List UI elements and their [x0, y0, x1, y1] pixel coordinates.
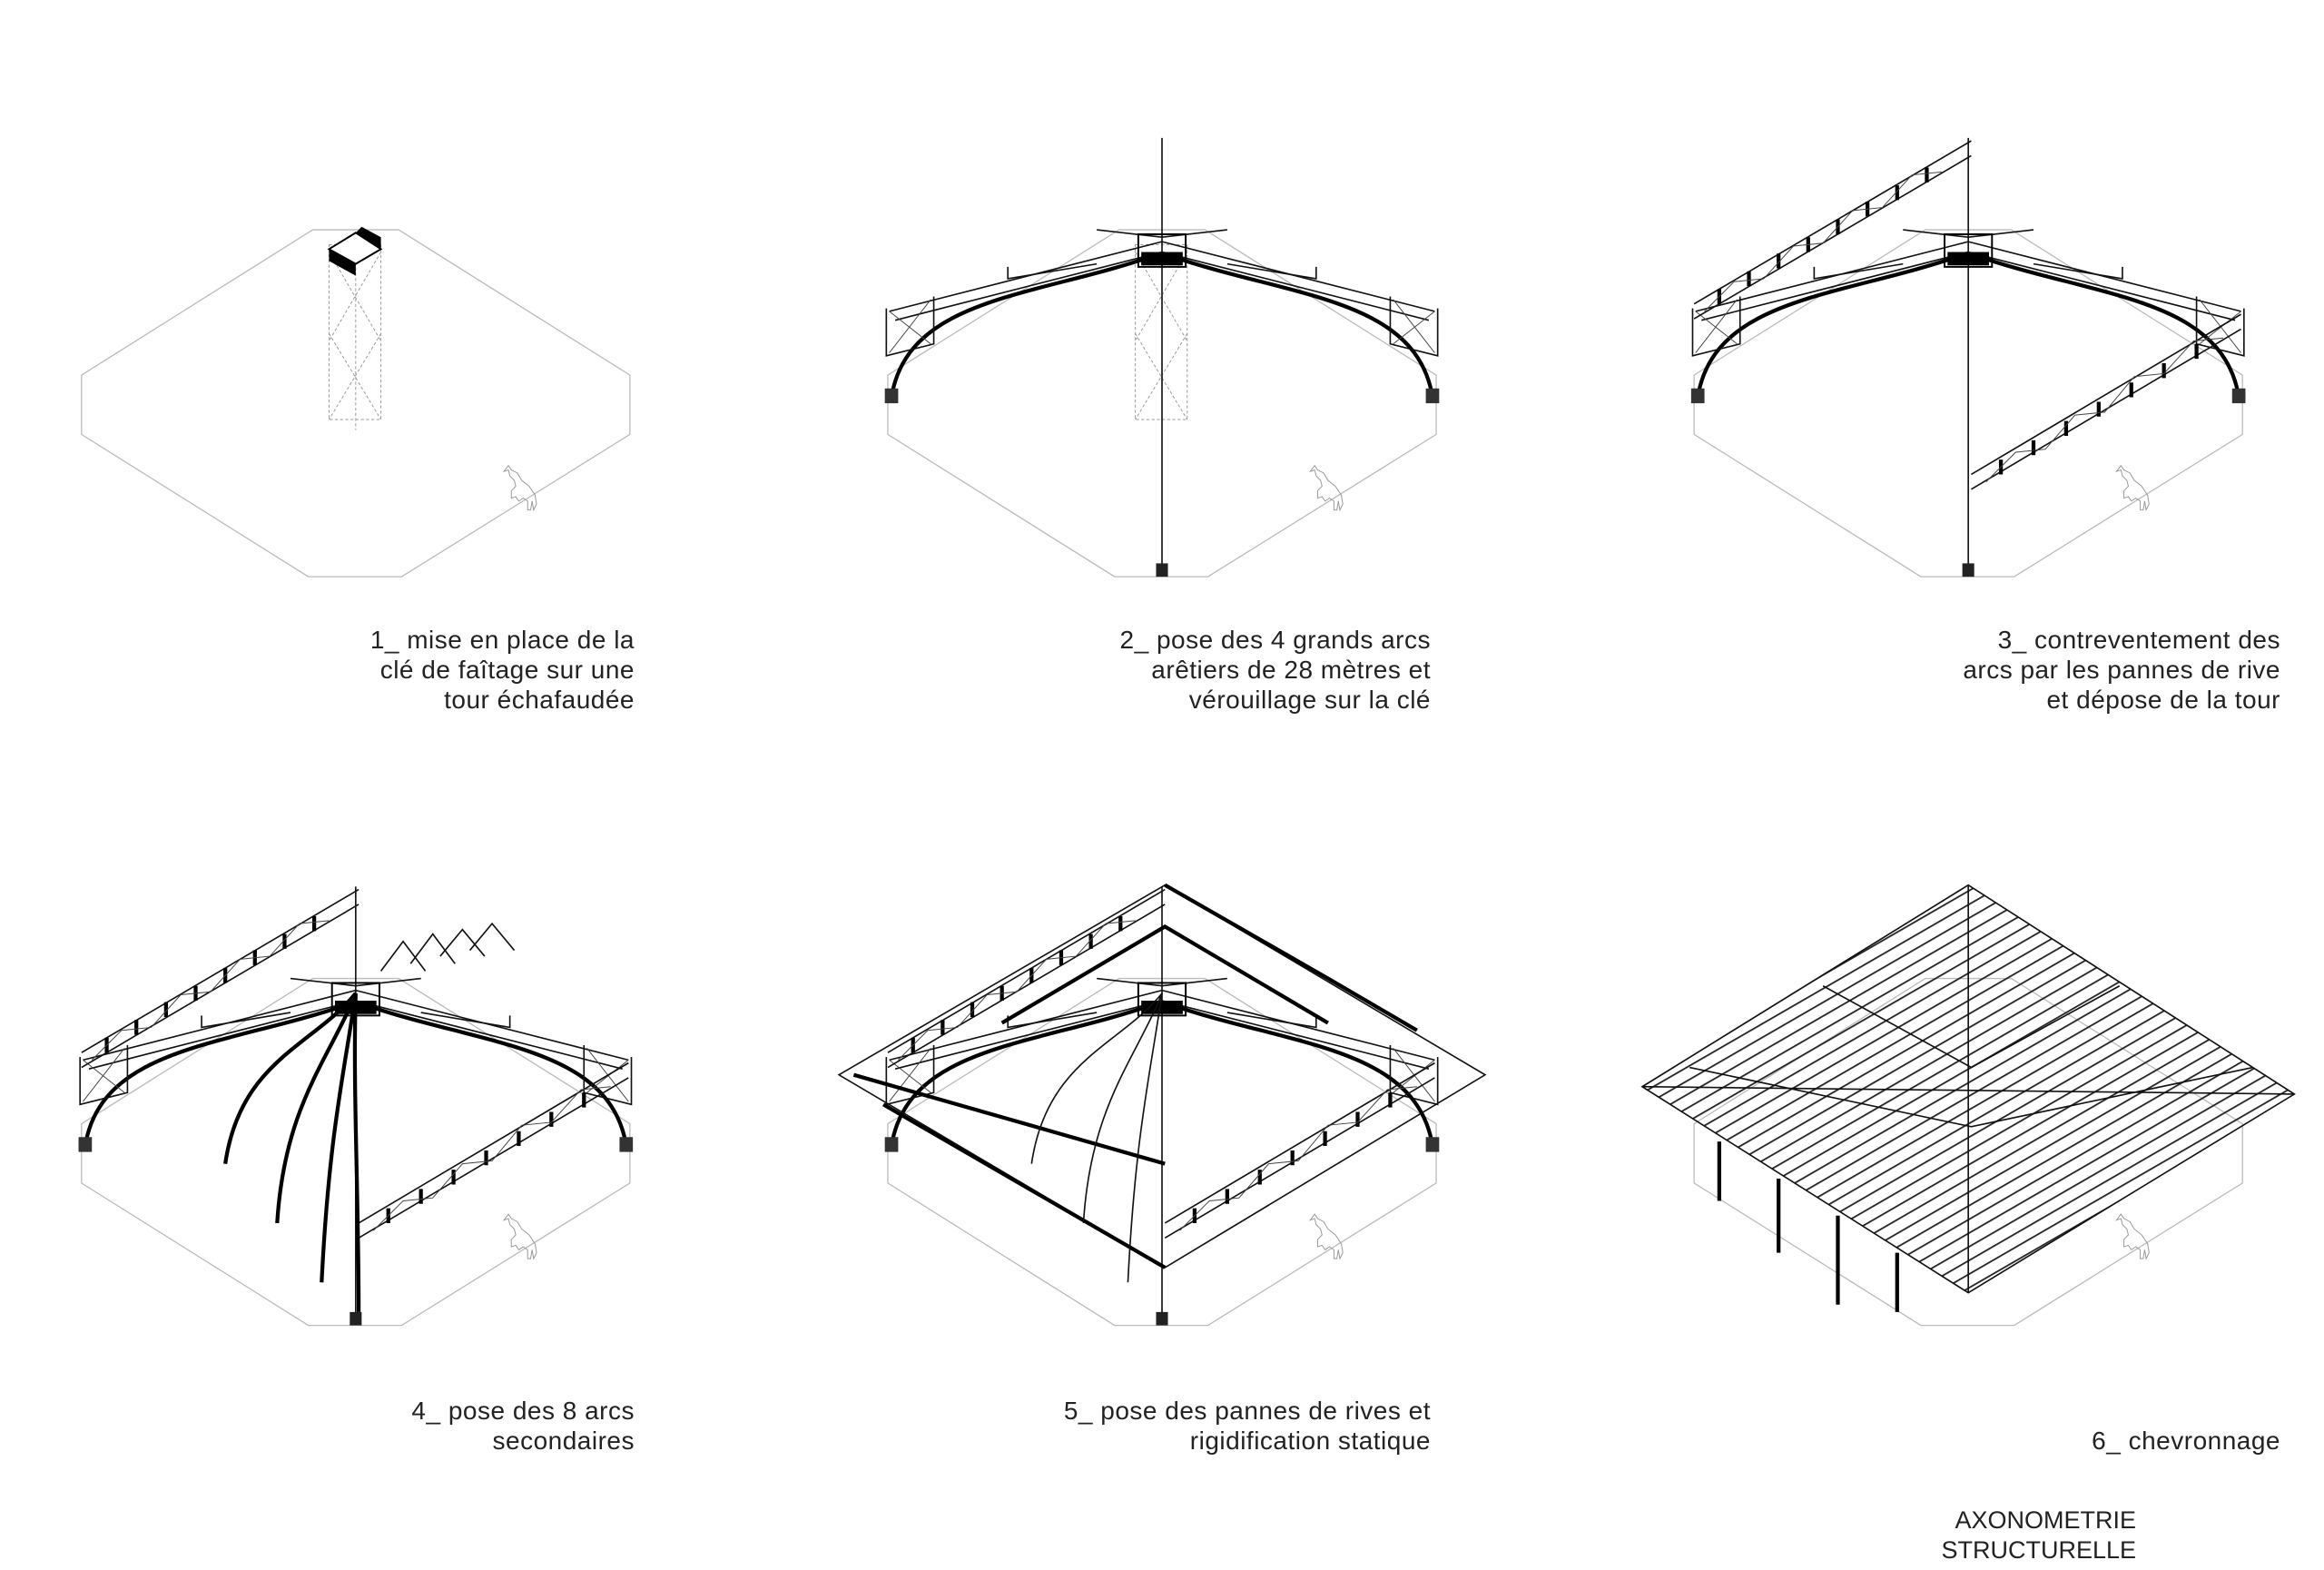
caption-line: 4_ pose des 8 arcs: [411, 1397, 635, 1425]
drawing-title: AXONOMETRIE STRUCTURELLE: [1941, 1506, 2136, 1565]
step-5-caption: 5_ pose des pannes de rives et rigidific…: [1064, 1396, 1431, 1456]
caption-line: et dépose de la tour: [2046, 686, 2280, 714]
caption-line: tour échafaudée: [444, 686, 635, 714]
caption-line: 6_ chevronnage: [2092, 1427, 2280, 1455]
caption-line: secondaires: [492, 1427, 635, 1455]
panel-1-scaffold-tower: [80, 226, 631, 578]
panel-6-rafters: [1640, 884, 2296, 1327]
caption-line: 3_ contreventement des: [1997, 626, 2280, 654]
caption-line: rigidification statique: [1189, 1427, 1431, 1455]
panel-5-purlins: [837, 883, 1487, 1326]
caption-line: 1_ mise en place de la: [369, 626, 635, 654]
step-6-caption: 6_ chevronnage: [2092, 1426, 2280, 1456]
panel-3-bracing: [1691, 138, 2246, 577]
step-3-caption: 3_ contreventement des arcs par les pann…: [1963, 625, 2280, 715]
step-2-caption: 2_ pose des 4 grands arcs arêtiers de 28…: [1120, 625, 1431, 715]
caption-line: arêtiers de 28 mètres et: [1151, 656, 1431, 684]
caption-line: 2_ pose des 4 grands arcs: [1119, 626, 1431, 654]
title-line-1: AXONOMETRIE: [1955, 1506, 2136, 1534]
panel-2-arches: [885, 138, 1440, 577]
panel-4-secondary-arches: [79, 886, 634, 1325]
step-4-caption: 4_ pose des 8 arcs secondaires: [411, 1396, 635, 1456]
caption-line: clé de faîtage sur une: [379, 656, 635, 684]
caption-line: arcs par les pannes de rive: [1963, 656, 2280, 684]
title-line-2: STRUCTURELLE: [1941, 1536, 2136, 1564]
caption-line: vérouillage sur la clé: [1188, 686, 1431, 714]
step-1-caption: 1_ mise en place de la clé de faîtage su…: [370, 625, 635, 715]
caption-line: 5_ pose des pannes de rives et: [1063, 1397, 1431, 1425]
